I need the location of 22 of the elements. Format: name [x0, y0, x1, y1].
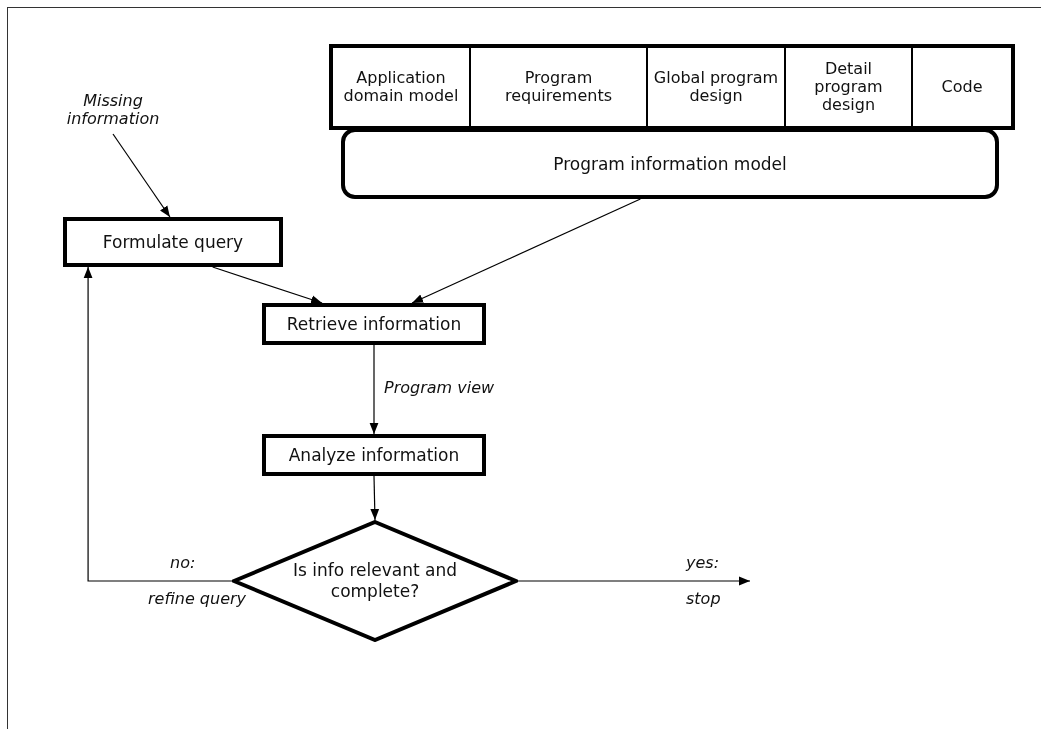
arrow: [369, 344, 379, 435]
edge-note: stop: [686, 589, 721, 608]
table-cell: Detail program design: [785, 44, 912, 130]
edge-label: yes:: [686, 553, 720, 572]
process-box: Analyze information: [262, 434, 486, 476]
table-cell: Program requirements: [470, 44, 647, 130]
edge-note: refine query: [148, 589, 246, 608]
arrow: [370, 475, 380, 521]
edge-label: Program view: [384, 378, 495, 397]
arrow: [411, 198, 641, 304]
arrow: [212, 266, 323, 304]
arrow: [83, 266, 233, 582]
arrow: [517, 576, 751, 586]
edge-label: no:: [170, 553, 196, 572]
annotation-text: Missing information: [52, 86, 174, 134]
process-box: Formulate query: [63, 217, 283, 267]
table-cell: Global program design: [647, 44, 785, 130]
process-box: Retrieve information: [262, 303, 486, 345]
table-cell: Application domain model: [329, 44, 470, 130]
table-cell: Code: [912, 44, 1015, 130]
rounded-box: Program information model: [341, 128, 999, 199]
arrow: [112, 133, 171, 218]
